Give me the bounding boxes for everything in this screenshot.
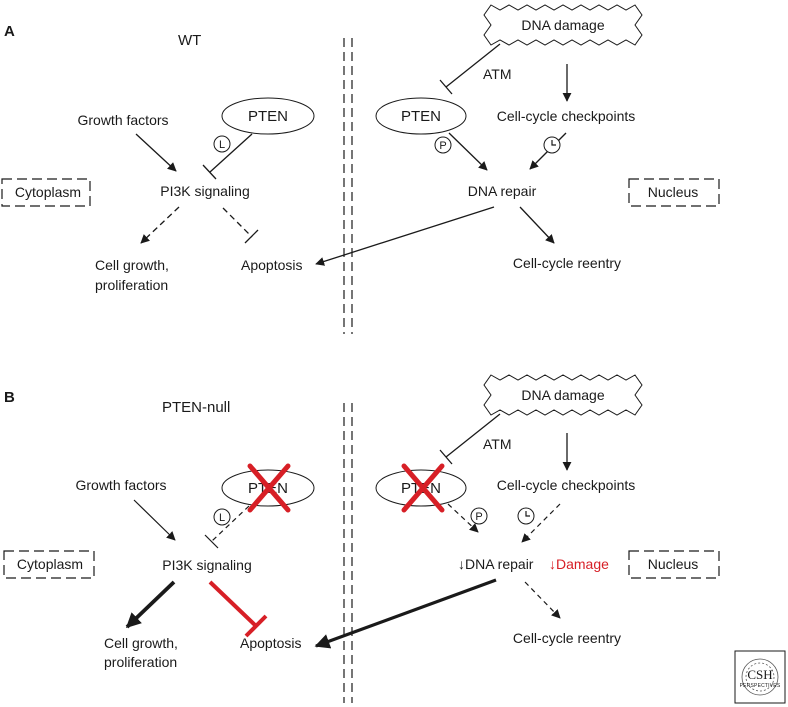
nucleus-label-a: Nucleus [648, 184, 699, 200]
pten-nuc-label-a: PTEN [401, 108, 441, 125]
panel-a-condition: WT [178, 32, 201, 49]
dna-damage-label-b: DNA damage [521, 387, 604, 403]
cytoplasm-label-b: Cytoplasm [17, 556, 83, 572]
pi3k-label-b: PI3K signaling [162, 557, 252, 573]
pi3k-label-a: PI3K signaling [160, 183, 250, 199]
checkpoints-label-a: Cell-cycle checkpoints [497, 108, 636, 124]
dna-repair-label-a: DNA repair [468, 183, 537, 199]
arrow-repair-to-reentry-b [524, 581, 561, 619]
logo-main-text: CSH [747, 667, 772, 682]
pi3k-inhibits-apoptosis-a [222, 207, 259, 244]
dna-repair-label-b: ↓DNA repair [458, 556, 534, 572]
reentry-label-a: Cell-cycle reentry [513, 255, 621, 271]
atm-label-b: ATM [483, 436, 512, 452]
lipid-phosphatase-badge-b [213, 508, 231, 526]
growth-factors-label-b: Growth factors [75, 477, 166, 493]
badge-l-a: L [219, 139, 225, 151]
panel-b: B PTEN-null DNA damage ATM PTEN PTEN [3, 374, 720, 703]
lipid-phosphatase-badge-a [213, 135, 231, 153]
apoptosis-label-b: Apoptosis [240, 635, 301, 651]
deletion-cross-icon-nuc [401, 463, 445, 513]
apoptosis-label-a: Apoptosis [241, 257, 302, 273]
panel-b-condition: PTEN-null [162, 399, 230, 416]
nucleus-box-b [628, 550, 720, 579]
badge-l-b: L [219, 512, 225, 524]
protein-phosphatase-badge-a [434, 136, 452, 154]
arrow-repair-to-reentry-a [519, 206, 555, 244]
pten-inhibits-pi3k-b [204, 505, 250, 549]
dna-damage-label-a: DNA damage [521, 17, 604, 33]
pten-cyto-label-a: PTEN [248, 108, 288, 125]
nuclear-membrane-b [343, 403, 353, 703]
deletion-cross-icon-cyto [247, 463, 291, 513]
protein-phosphatase-badge-b [470, 507, 488, 525]
arrow-pten-to-repair-b [447, 503, 479, 533]
clock-icon-b [517, 507, 535, 525]
dna-damage-burst-a [483, 4, 643, 46]
pten-nuc-ellipse-a [375, 97, 467, 135]
arrow-gf-to-pi3k-a [135, 133, 177, 172]
logo-sub-text: PERSPECTIVES [740, 683, 781, 689]
pten-cyto-ellipse-a [221, 97, 315, 135]
cell-growth-label-b-line2: proliferation [104, 654, 177, 670]
panel-a-letter: A [4, 23, 15, 40]
atm-label-a: ATM [483, 66, 512, 82]
arrow-pi3k-to-growth-a [140, 206, 180, 244]
dna-helix-ring-icon [741, 658, 779, 696]
cytoplasm-box-b [3, 550, 95, 579]
cytoplasm-label-a: Cytoplasm [15, 184, 81, 200]
growth-factors-label-a: Growth factors [77, 112, 168, 128]
checkpoints-label-b: Cell-cycle checkpoints [497, 477, 636, 493]
atm-inhibition-a [439, 43, 501, 95]
cell-growth-label-a-line1: Cell growth, [95, 257, 169, 273]
arrow-pi3k-to-growth-b [125, 580, 176, 629]
atm-inhibition-b [439, 413, 501, 465]
clock-icon-a [543, 136, 561, 154]
badge-p-a: P [439, 140, 446, 152]
badge-p-b: P [475, 511, 482, 523]
panel-b-letter: B [4, 389, 15, 406]
arrow-repair-to-apoptosis-a [315, 206, 495, 266]
nuclear-membrane-a [343, 38, 353, 334]
reentry-label-b: Cell-cycle reentry [513, 630, 621, 646]
arrow-gf-to-pi3k-b [133, 499, 176, 541]
csh-perspectives-logo: CSH PERSPECTIVES [734, 650, 786, 704]
cell-growth-label-a-line2: proliferation [95, 277, 168, 293]
nucleus-label-b: Nucleus [648, 556, 699, 572]
cytoplasm-box-a [1, 178, 91, 207]
damage-label-b: ↓Damage [549, 556, 609, 572]
arrow-pten-to-repair-a [448, 132, 488, 171]
dna-damage-burst-b [483, 374, 643, 416]
pten-inhibits-pi3k-a [202, 133, 253, 180]
panel-a: A WT DNA damage ATM PTEN PTEN Growth fac… [1, 4, 720, 334]
pi3k-inhibits-apoptosis-b [208, 580, 268, 638]
nucleus-box-a [628, 178, 720, 207]
cell-growth-label-b-line1: Cell growth, [104, 635, 178, 651]
arrow-repair-to-apoptosis-b [314, 578, 497, 649]
